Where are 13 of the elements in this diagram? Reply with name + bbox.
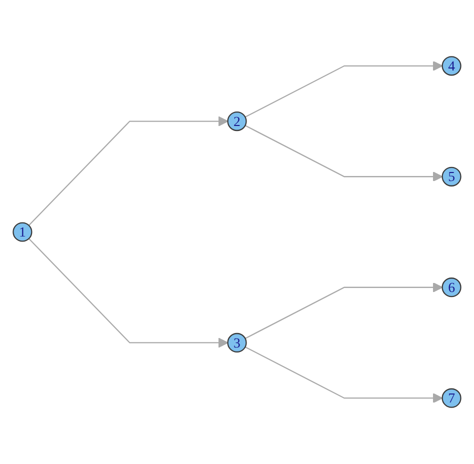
arrow bbox=[28, 116, 228, 226]
node-circle: 3 bbox=[227, 332, 247, 353]
arrow bbox=[244, 60, 443, 118]
node-circle: 6 bbox=[442, 278, 462, 298]
arrow bbox=[244, 124, 443, 182]
node-circle: 7 bbox=[442, 388, 462, 408]
node-circle: 4 bbox=[442, 56, 462, 76]
node-circle: 1 bbox=[12, 222, 32, 242]
arrow bbox=[28, 238, 228, 348]
arrow bbox=[244, 346, 443, 404]
node-circle: 5 bbox=[442, 166, 462, 186]
node-circle: 2 bbox=[227, 111, 247, 132]
arrow bbox=[244, 282, 443, 340]
